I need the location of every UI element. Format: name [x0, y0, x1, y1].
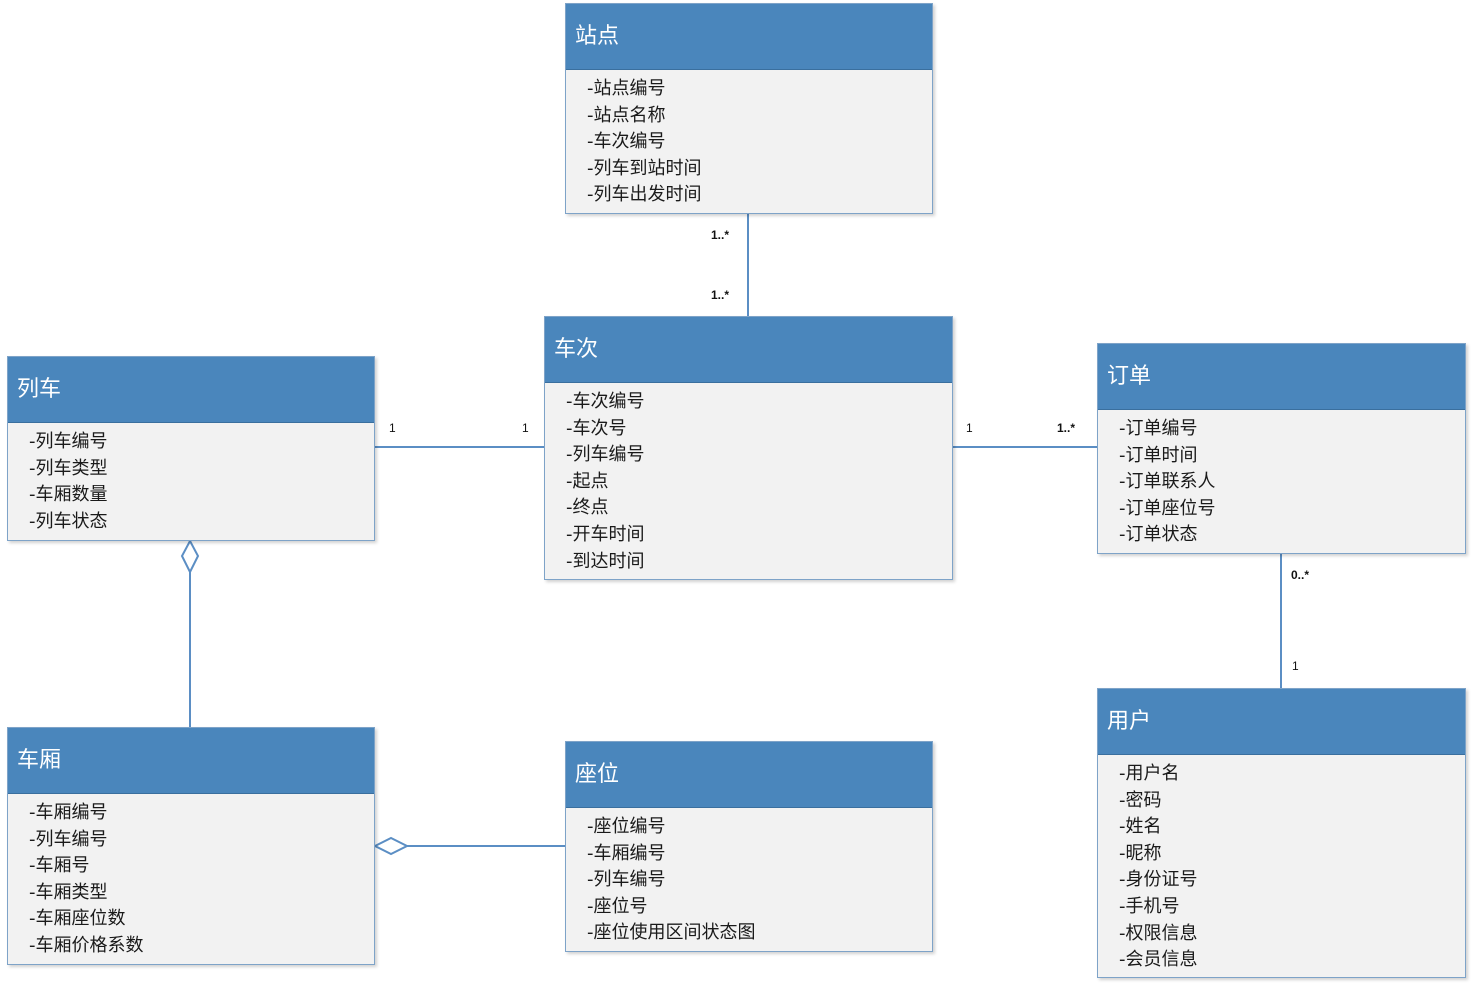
attribute: -车次编号 [587, 131, 666, 153]
class-train-title: 列车 [8, 357, 374, 423]
attribute: -列车编号 [587, 869, 666, 891]
attribute: -座位编号 [587, 816, 666, 837]
class-seat-attributes: -座位编号 -车厢编号 -列车编号 -座位号 -座位使用区间状态图 [566, 808, 932, 947]
attribute: -开车时间 [566, 523, 645, 545]
multiplicity-trip-end-order: 1 [966, 421, 973, 435]
attribute: -列车编号 [29, 828, 108, 850]
attribute: -列车类型 [29, 457, 108, 479]
class-trip-attributes: -车次编号 -车次号 -列车编号 -起点 -终点 -开车时间 -到达时间 [545, 383, 952, 575]
class-station-title: 站点 [566, 4, 932, 70]
attribute: -座位使用区间状态图 [587, 922, 756, 944]
attribute: -起点 [566, 470, 609, 492]
attribute: -列车到站时间 [587, 157, 702, 179]
class-trip-title: 车次 [545, 317, 952, 383]
attribute: -列车编号 [29, 431, 108, 452]
multiplicity-user-end: 1 [1292, 659, 1299, 673]
class-user-attributes: -用户名 -密码 -姓名 -昵称 -身份证号 -手机号 -权限信息 -会员信息 [1098, 755, 1465, 974]
attribute: -车厢号 [29, 855, 90, 877]
attribute: -订单联系人 [1119, 471, 1216, 493]
multiplicity-train-end: 1 [389, 421, 396, 435]
attribute: -列车状态 [29, 510, 108, 532]
attribute: -车厢类型 [29, 881, 108, 903]
attribute: -车厢编号 [29, 802, 108, 823]
attribute: -身份证号 [1119, 869, 1198, 891]
attribute: -车厢数量 [29, 484, 108, 506]
class-seat-title: 座位 [566, 742, 932, 808]
attribute: -订单时间 [1119, 444, 1198, 466]
multiplicity-order-end-user: 0..* [1291, 568, 1310, 582]
attribute: -站点编号 [587, 78, 666, 99]
attribute: -密码 [1119, 789, 1162, 811]
attribute: -列车出发时间 [587, 184, 702, 206]
attribute: -车厢编号 [587, 842, 666, 864]
class-train[interactable]: 列车 -列车编号 -列车类型 -车厢数量 -列车状态 [7, 356, 375, 541]
class-order-attributes: -订单编号 -订单时间 -订单联系人 -订单座位号 -订单状态 [1098, 410, 1465, 549]
attribute: -用户名 [1119, 763, 1180, 784]
attribute: -站点名称 [587, 104, 666, 126]
aggregation-diamond-train [180, 538, 200, 575]
attribute: -车次编号 [566, 391, 645, 412]
attribute: -昵称 [1119, 842, 1162, 864]
attribute: -订单状态 [1119, 524, 1198, 546]
multiplicity-trip-end-station: 1..* [711, 288, 730, 302]
class-train-attributes: -列车编号 -列车类型 -车厢数量 -列车状态 [8, 423, 374, 535]
class-station-attributes: -站点编号 -站点名称 -车次编号 -列车到站时间 -列车出发时间 [566, 70, 932, 209]
class-carriage[interactable]: 车厢 -车厢编号 -列车编号 -车厢号 -车厢类型 -车厢座位数 -车厢价格系数 [7, 727, 375, 965]
attribute: -到达时间 [566, 550, 645, 572]
attribute: -车厢座位数 [29, 908, 126, 930]
aggregation-diamond-carriage [372, 836, 410, 856]
attribute: -姓名 [1119, 816, 1162, 838]
attribute: -座位号 [587, 895, 648, 917]
attribute: -终点 [566, 497, 609, 519]
attribute: -订单座位号 [1119, 497, 1216, 519]
attribute: -车厢价格系数 [29, 934, 144, 956]
multiplicity-trip-end-train: 1 [522, 421, 529, 435]
attribute: -权限信息 [1119, 922, 1198, 944]
multiplicity-station-end: 1..* [711, 228, 730, 242]
attribute: -会员信息 [1119, 949, 1198, 971]
attribute: -车次号 [566, 417, 627, 439]
class-order[interactable]: 订单 -订单编号 -订单时间 -订单联系人 -订单座位号 -订单状态 [1097, 343, 1466, 554]
class-carriage-title: 车厢 [8, 728, 374, 794]
class-trip[interactable]: 车次 -车次编号 -车次号 -列车编号 -起点 -终点 -开车时间 -到达时间 [544, 316, 953, 580]
class-station[interactable]: 站点 -站点编号 -站点名称 -车次编号 -列车到站时间 -列车出发时间 [565, 3, 933, 214]
class-user[interactable]: 用户 -用户名 -密码 -姓名 -昵称 -身份证号 -手机号 -权限信息 -会员… [1097, 688, 1466, 978]
attribute: -列车编号 [566, 444, 645, 466]
class-seat[interactable]: 座位 -座位编号 -车厢编号 -列车编号 -座位号 -座位使用区间状态图 [565, 741, 933, 952]
attribute: -订单编号 [1119, 418, 1198, 439]
attribute: -手机号 [1119, 895, 1180, 917]
class-order-title: 订单 [1098, 344, 1465, 410]
class-user-title: 用户 [1098, 689, 1465, 755]
class-carriage-attributes: -车厢编号 -列车编号 -车厢号 -车厢类型 -车厢座位数 -车厢价格系数 [8, 794, 374, 960]
multiplicity-order-end-trip: 1..* [1057, 421, 1076, 435]
